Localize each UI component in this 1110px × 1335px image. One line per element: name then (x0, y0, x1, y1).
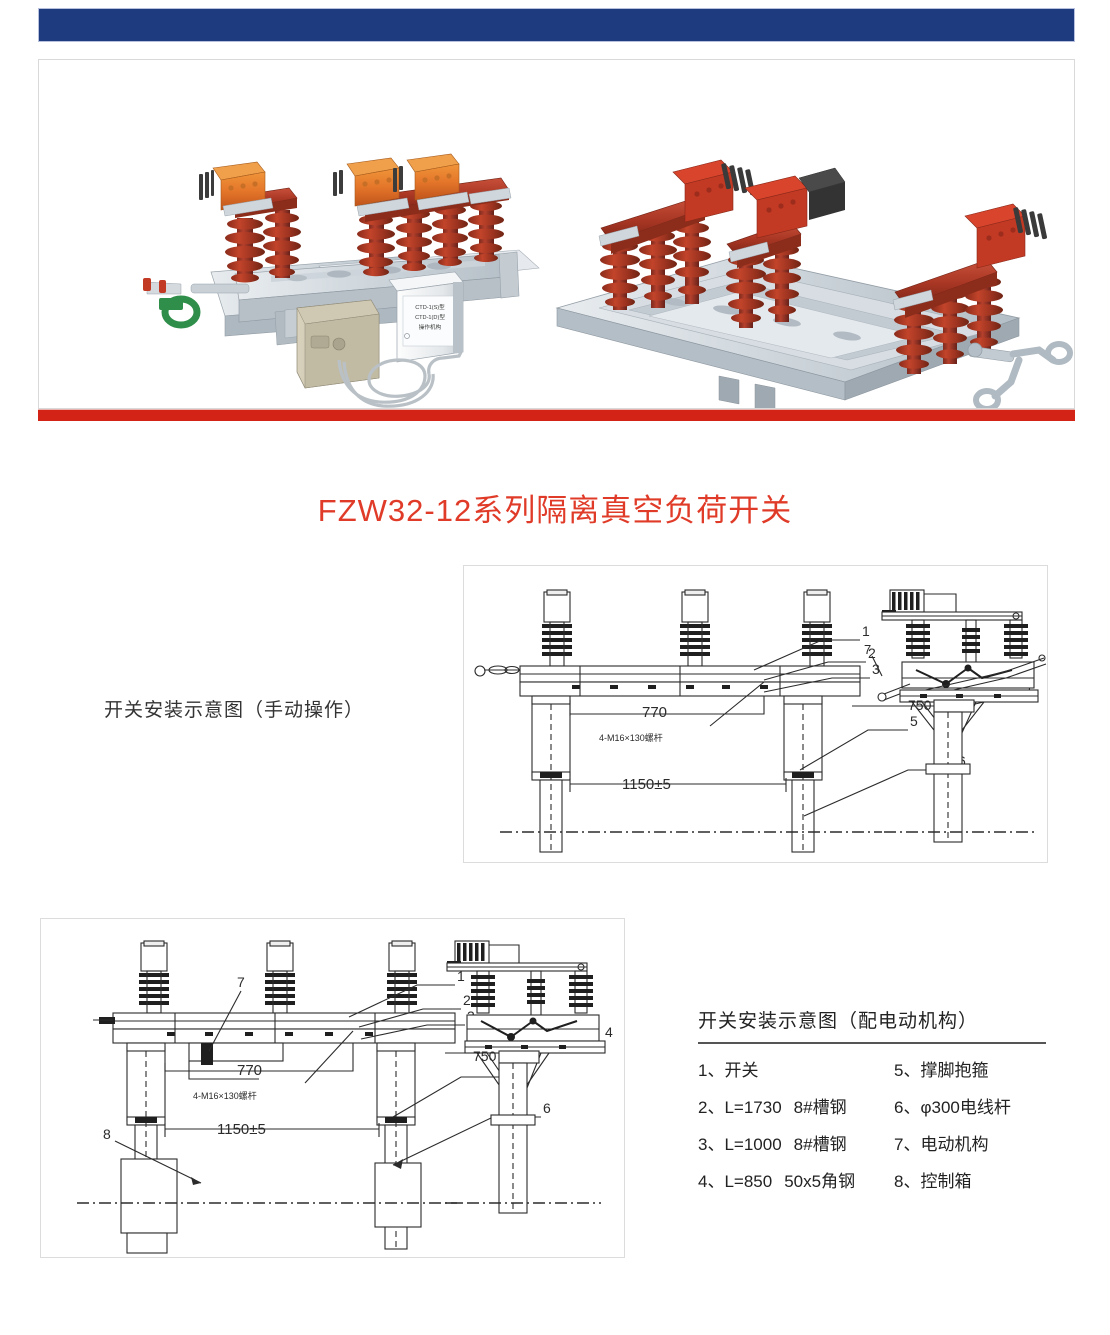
front-view-bushings-2 (139, 940, 417, 1014)
legend-item-4-spec: 50x5角钢 (784, 1172, 856, 1191)
legend-item-3-no: 3、 (698, 1135, 725, 1154)
dimension-labels-2: 770 4-M16×130螺杆 1150±5 (193, 1062, 266, 1138)
product-photos: CTD-1(S)型 CTD-1(D)型 操作机构 (143, 153, 1073, 408)
legend-item-1: 1、开关 (698, 1056, 894, 1081)
callout-6-2: 6 (543, 1100, 551, 1116)
dim-label-750: 750 (908, 697, 932, 713)
top-banner (38, 8, 1075, 42)
dim-label-1150-2: 1150±5 (217, 1121, 266, 1138)
diagram-manual-installation: 1 2 3 4 5 6 770 4-M16×130螺杆 1150±5 (463, 565, 1048, 863)
control-box-label-line1: CTD-1(S)型 (415, 303, 445, 311)
legend-item-2-spec: 8#槽钢 (793, 1098, 847, 1117)
legend-divider (698, 1042, 1046, 1044)
side-view-bushings (906, 619, 1028, 665)
diagram-motor-installation: 1 2 3 4 5 6 7 8 770 4-M16×130螺杆 1150±5 (40, 918, 625, 1258)
callout-8-2: 8 (103, 1126, 111, 1142)
legend-block: 开关安装示意图（配电动机构） 1、开关 5、撑脚抱箍 2、L=1730 8#槽钢 … (698, 1006, 1050, 1192)
product-photo-frame: CTD-1(S)型 CTD-1(D)型 操作机构 (38, 59, 1075, 409)
diagram-manual-svg: 1 2 3 4 5 6 770 4-M16×130螺杆 1150±5 (474, 589, 1047, 853)
legend-item-5-label: 撑脚抱箍 (920, 1061, 989, 1080)
dimension-labels: 770 4-M16×130螺杆 1150±5 (599, 704, 671, 793)
side-view (871, 589, 1047, 843)
legend-item-8-label: 控制箱 (920, 1172, 972, 1191)
control-box-label-line3: 操作机构 (419, 323, 442, 331)
dim-label-bolt: 4-M16×130螺杆 (599, 732, 663, 743)
callout-5: 5 (910, 713, 918, 729)
dim-770 (569, 696, 765, 716)
diagram-motor-svg: 1 2 3 4 5 6 7 8 770 4-M16×130螺杆 1150±5 (77, 940, 613, 1254)
manual-linkage-left (143, 278, 250, 329)
callout-1-2: 1 (457, 968, 465, 984)
legend-item-3-label: L=1000 (724, 1135, 782, 1154)
legend-item-8-no: 8、 (894, 1172, 921, 1191)
callout-2: 2 (868, 645, 876, 661)
legend-item-3: 3、L=1000 8#槽钢 (698, 1130, 894, 1155)
callout-leaders-2 (348, 984, 602, 1169)
dim-label-750-2: 750 (473, 1048, 497, 1064)
operating-handle (967, 341, 1073, 408)
legend-item-6: 6、φ300电线杆 (894, 1093, 1050, 1118)
front-view-hook (474, 665, 520, 677)
dim-label-1150: 1150±5 (622, 776, 671, 793)
side-view-labels-2: 750 (473, 1048, 497, 1064)
photo-right-switch (555, 159, 1073, 408)
callout-4-2: 4 (605, 1024, 613, 1040)
side-view-2 (445, 940, 606, 1214)
dim-label-770: 770 (642, 704, 667, 721)
insulator-group-left (199, 161, 301, 283)
insulator-group-back (598, 159, 756, 310)
callout-2-2: 2 (463, 992, 471, 1008)
control-cable (337, 351, 463, 408)
legend-item-2-label: L=1730 (724, 1098, 782, 1117)
dim-770-2 (164, 1043, 354, 1072)
legend-item-4-label: L=850 (724, 1172, 773, 1191)
side-view-bushings-2 (471, 970, 593, 1020)
legend-grid: 1、开关 5、撑脚抱箍 2、L=1730 8#槽钢 6、φ300电线杆 3、L=1… (698, 1056, 1050, 1192)
callout-7: 7 (864, 642, 871, 657)
legend-item-7: 7、电动机构 (894, 1130, 1050, 1155)
legend-item-6-label: φ300电线杆 (920, 1098, 1011, 1117)
callout-leaders (753, 639, 1021, 817)
dim-label-770-2: 770 (237, 1062, 262, 1079)
control-box-label-line2: CTD-1(D)型 (415, 313, 445, 321)
legend-item-4-no: 4、 (698, 1172, 725, 1191)
dim-1150 (569, 778, 787, 792)
legend-item-5: 5、撑脚抱箍 (894, 1056, 1050, 1081)
accent-red-rule (38, 409, 1075, 421)
callout-1: 1 (862, 623, 870, 639)
photo-left-switch: CTD-1(S)型 CTD-1(D)型 操作机构 (143, 153, 540, 408)
dim-1150-2 (164, 1123, 380, 1137)
legend-item-3-spec: 8#槽钢 (793, 1135, 847, 1154)
legend-item-7-no: 7、 (894, 1135, 921, 1154)
legend-item-2: 2、L=1730 8#槽钢 (698, 1093, 894, 1118)
control-box: CTD-1(S)型 CTD-1(D)型 操作机构 (388, 271, 464, 363)
legend-item-7-label: 电动机构 (920, 1135, 989, 1154)
insulator-group-right (333, 153, 512, 277)
insulator-group-middle (726, 167, 846, 328)
dim-label-bolt-2: 4-M16×130螺杆 (193, 1090, 257, 1101)
insulator-group-front (892, 203, 1048, 374)
callout-7-2: 7 (237, 974, 245, 990)
legend-item-1-no: 1、 (698, 1061, 725, 1080)
legend-item-8: 8、控制箱 (894, 1167, 1050, 1192)
legend-item-1-label: 开关 (724, 1061, 759, 1080)
legend-item-5-no: 5、 (894, 1061, 921, 1080)
side-view-labels: 7 750 (864, 642, 932, 713)
callout-3: 3 (872, 661, 880, 677)
legend-item-2-no: 2、 (698, 1098, 725, 1117)
legend-item-6-no: 6、 (894, 1098, 921, 1117)
legend-item-4: 4、L=850 50x5角钢 (698, 1167, 894, 1192)
front-view-posts (531, 695, 823, 853)
caption-manual-operation: 开关安装示意图（手动操作） (104, 700, 365, 721)
page-title: FZW32-12系列隔离真空负荷开关 (317, 493, 793, 528)
legend-title: 开关安装示意图（配电动机构） (698, 1011, 979, 1032)
